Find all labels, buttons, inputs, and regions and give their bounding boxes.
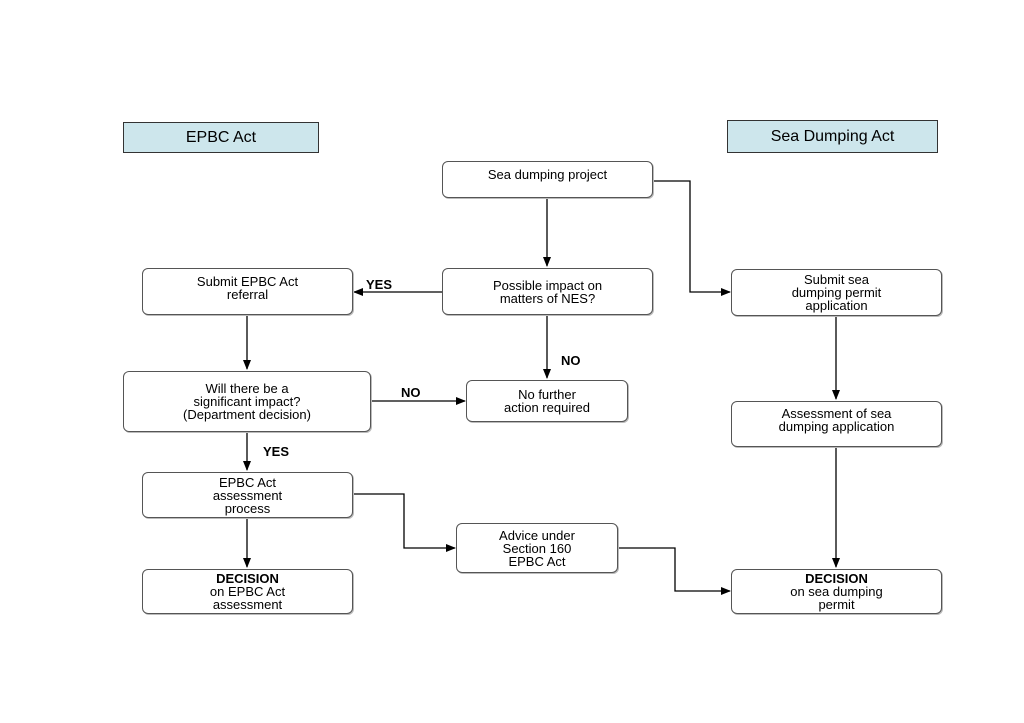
node-line: (Department decision) <box>183 407 311 422</box>
node-submit-permit: Submit sea dumping permit application <box>731 269 942 316</box>
node-line: dumping application <box>778 419 895 434</box>
node-line: permit <box>818 597 855 612</box>
node-significant-impact: Will there be a significant impact? (Dep… <box>123 371 371 432</box>
node-line: process <box>224 500 271 516</box>
node-sea-dumping-project: Sea dumping project <box>442 161 653 198</box>
node-line: referral <box>226 287 269 302</box>
node-line: Section 160 <box>502 540 572 556</box>
header-sea-dumping-act-label: Sea Dumping Act <box>770 127 895 145</box>
node-decision-epbc: DECISION on EPBC Act assessment <box>142 569 353 614</box>
arrow-project-to-permit <box>652 180 731 296</box>
node-line: EPBC Act <box>508 553 566 569</box>
node-line: application <box>805 298 868 313</box>
header-epbc-act-label: EPBC Act <box>185 128 257 146</box>
node-line: on sea dumping <box>790 584 883 599</box>
node-assessment-process: EPBC Act assessment process <box>142 472 353 518</box>
node-assessment-sea: Assessment of sea dumping application <box>731 401 942 447</box>
node-line: Possible impact on <box>492 277 603 293</box>
node-line: on EPBC Act <box>209 584 286 599</box>
node-line: Submit EPBC Act <box>196 274 299 289</box>
decision-heading: DECISION <box>216 571 279 586</box>
node-sea-dumping-project-label: Sea dumping project <box>487 167 608 182</box>
arrow-assessment-to-advice <box>353 493 456 552</box>
node-line: dumping permit <box>791 285 882 300</box>
node-line: action required <box>504 400 590 415</box>
arrow-advice-to-decision-sea <box>617 547 731 595</box>
node-line: Submit sea <box>803 272 870 287</box>
node-line: Will there be a <box>205 381 289 396</box>
node-line: matters of NES? <box>499 290 596 306</box>
node-advice-section-160: Advice under Section 160 EPBC Act <box>456 523 618 573</box>
node-possible-impact: Possible impact on matters of NES? <box>442 268 653 315</box>
header-sea-dumping-act: Sea Dumping Act <box>727 120 938 153</box>
edge-label-no-impact: NO <box>561 353 581 368</box>
header-epbc-act: EPBC Act <box>123 122 319 153</box>
decision-heading: DECISION <box>805 571 868 586</box>
edge-label-yes-referral: YES <box>366 277 393 292</box>
edge-label-yes-significant: YES <box>263 444 290 459</box>
node-decision-sea: DECISION on sea dumping permit <box>731 569 942 614</box>
node-line: assessment <box>212 597 283 612</box>
node-line: assessment <box>212 487 283 503</box>
node-no-further-action: No further action required <box>466 380 628 422</box>
node-line: significant impact? <box>193 394 301 409</box>
node-submit-referral: Submit EPBC Act referral <box>142 268 353 315</box>
edge-label-no-significant: NO <box>401 385 421 400</box>
node-line: Assessment of sea <box>781 406 892 421</box>
node-line: Advice under <box>499 527 575 543</box>
node-line: EPBC Act <box>218 474 277 490</box>
node-line: No further <box>518 387 576 402</box>
